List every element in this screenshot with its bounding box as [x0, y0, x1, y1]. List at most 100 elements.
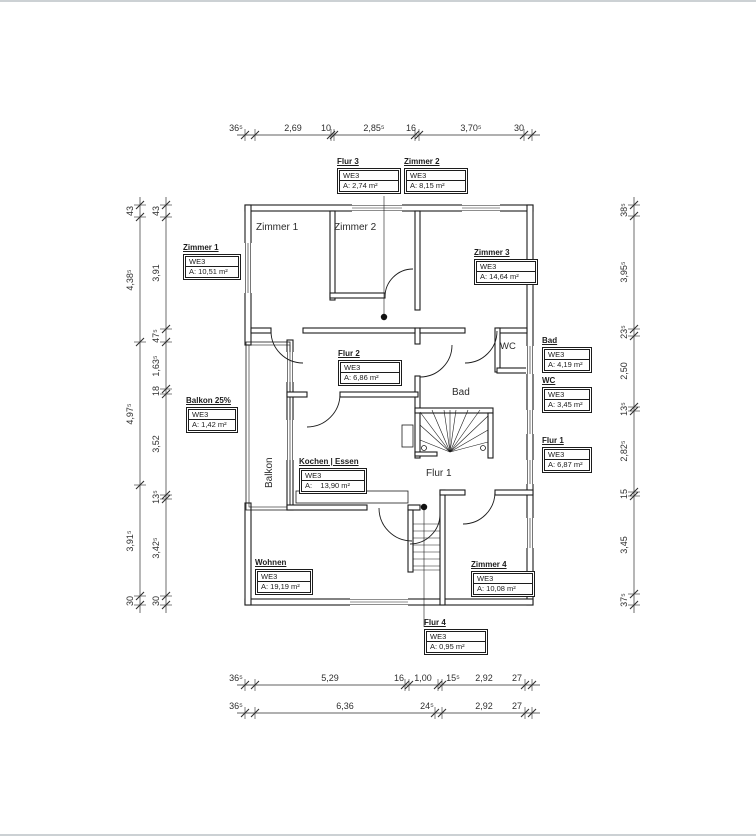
dim-value: 15⁵ [446, 673, 460, 683]
dimension-col-right: 38⁵ 3,95⁵ 23⁵ 2,50 13⁵ 2,82⁵ 15 3,45 37⁵ [619, 197, 640, 613]
dim-value: 24⁵ [420, 701, 434, 711]
unit-tag: WE3 [185, 255, 239, 267]
door-arcs [270, 268, 498, 545]
room-label-title: Flur 3 [337, 157, 359, 166]
room-label-title: Zimmer 4 [471, 560, 507, 569]
area-value: A: 1,42 m² [188, 419, 236, 431]
room-text-wc: WC [500, 341, 516, 352]
dim-value: 23⁵ [619, 325, 629, 339]
dim-value: 18 [151, 386, 161, 396]
dim-value: 13⁵ [619, 402, 629, 416]
unit-tag: WE3 [257, 570, 311, 582]
area-value: A: 14,64 m² [476, 271, 536, 283]
dim-value: 4,97⁵ [125, 403, 135, 425]
room-text-balkon: Balkon [264, 457, 275, 488]
room-label-title: Flur 4 [424, 618, 446, 627]
unit-tag: WE3 [544, 348, 590, 360]
room-label-title: Zimmer 2 [404, 157, 440, 166]
dim-value: 10 [321, 123, 331, 133]
dim-value: 13⁵ [151, 490, 161, 504]
area-value: A: 2,74 m² [339, 180, 399, 192]
dim-value: 2,69 [284, 123, 302, 133]
room-label-title: WC [542, 376, 556, 385]
area-value: A: 10,51 m² [185, 266, 239, 278]
lower-stair [413, 523, 440, 571]
room-label-title: Kochen | Essen [299, 457, 359, 466]
dim-value: 3,91 [151, 264, 161, 282]
room-label-title: Balkon 25% [186, 396, 231, 405]
dim-value: 3,45 [619, 536, 629, 554]
area-value: A: 8,15 m² [406, 180, 466, 192]
leader-flur4 [420, 503, 428, 627]
leader-flur3 [380, 196, 388, 321]
page-top-border [0, 0, 756, 2]
area-value: A: 4,19 m² [544, 359, 590, 371]
room-label-title: Zimmer 1 [183, 243, 219, 252]
dim-value: 15 [619, 489, 629, 499]
unit-tag: WE3 [476, 260, 536, 272]
dim-value: 30 [151, 596, 161, 606]
winder-stair [419, 409, 489, 453]
dimension-row-bottom-1: 36⁵ 5,29 16 1,00 15⁵ 2,92 27 [229, 673, 540, 691]
room-label-title: Flur 1 [542, 436, 564, 445]
dim-value: 5,29 [321, 673, 339, 683]
room-text-flur1: Flur 1 [426, 468, 452, 479]
room-text-bad: Bad [452, 387, 470, 398]
unit-tag: WE3 [340, 361, 400, 373]
dim-value: 1,00 [414, 673, 432, 683]
room-label-title: Bad [542, 336, 558, 345]
dim-value: 47⁵ [151, 329, 161, 343]
dim-value: 2,82⁵ [619, 440, 629, 462]
dim-value: 16 [394, 673, 404, 683]
dimension-row-top: 36⁵ 2,69 10 2,85⁵ 16 3,70⁵ 30 [229, 123, 540, 141]
dim-value: 30 [125, 596, 135, 606]
room-label-title: Wohnen [255, 558, 287, 567]
unit-tag: WE3 [544, 388, 590, 400]
room-label-title: Flur 2 [338, 349, 360, 358]
unit-tag: WE3 [473, 572, 533, 584]
area-value: A: 6,86 m² [340, 372, 400, 384]
windows [244, 204, 534, 606]
area-value: A: 19,19 m² [257, 581, 311, 593]
dim-value: 3,52 [151, 435, 161, 453]
area-value: A: 13,90 m² [301, 480, 365, 492]
dim-value: 2,92 [475, 701, 493, 711]
dim-value: 2,92 [475, 673, 493, 683]
dimension-row-bottom-2: 36⁵ 6,36 24⁵ 2,92 27 [229, 701, 540, 719]
area-value: A: 10,08 m² [473, 583, 533, 595]
dim-value: 3,70⁵ [460, 123, 482, 133]
dim-value: 27 [512, 673, 522, 683]
dim-value: 6,36 [336, 701, 354, 711]
area-value: A: 3,45 m² [544, 399, 590, 411]
dim-value: 3,95⁵ [619, 261, 629, 283]
dim-value: 27 [512, 701, 522, 711]
interior-walls [250, 210, 534, 606]
dimension-col-left-outer: 43 4,38⁵ 4,97⁵ 3,91⁵ 30 [125, 197, 146, 613]
dim-value: 36⁵ [229, 673, 243, 683]
room-text-zimmer2: Zimmer 2 [334, 222, 377, 233]
room-label-title: Zimmer 3 [474, 248, 510, 257]
dim-value: 1,63⁵ [151, 355, 161, 377]
page-bottom-border [0, 834, 756, 836]
dim-value: 36⁵ [229, 123, 243, 133]
unit-tag: WE3 [406, 169, 466, 181]
unit-tag: WE3 [426, 630, 486, 642]
unit-tag: WE3 [544, 448, 590, 460]
dim-value: 3,91⁵ [125, 530, 135, 552]
unit-tag: WE3 [301, 469, 365, 481]
dim-value: 4,38⁵ [125, 269, 135, 291]
dim-value: 3,42⁵ [151, 537, 161, 559]
dim-value: 2,85⁵ [363, 123, 385, 133]
dim-value: 43 [125, 206, 135, 216]
room-text-zimmer1: Zimmer 1 [256, 222, 299, 233]
dim-value: 16 [406, 123, 416, 133]
